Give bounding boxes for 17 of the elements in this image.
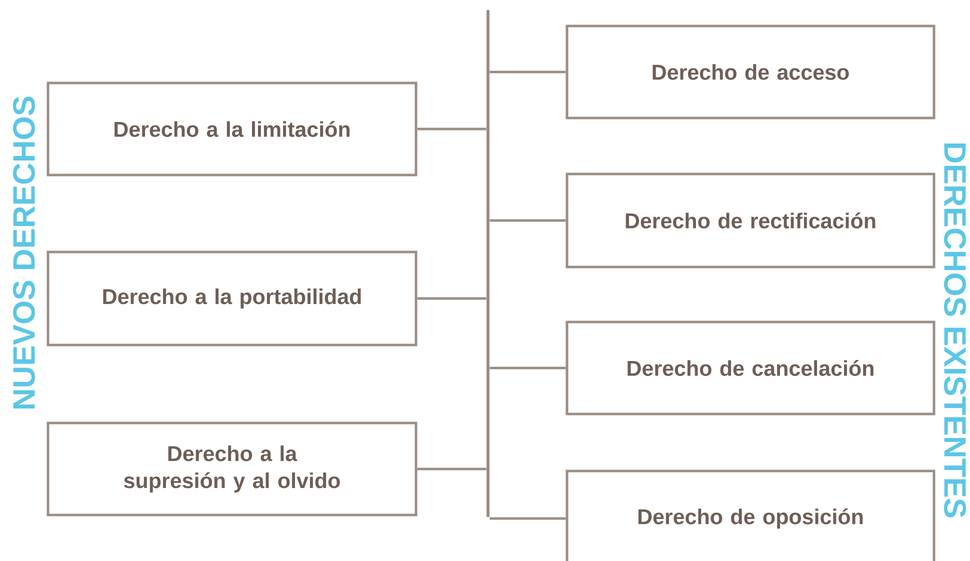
text-box: Derecho a la portabilidad xyxy=(46,250,418,346)
vertical-line xyxy=(486,10,490,517)
side-heading: DERECHOS EXISTENTES xyxy=(944,143,966,518)
text-box: Derecho de rectificación xyxy=(566,172,936,268)
connector-line xyxy=(417,128,486,130)
connector-line xyxy=(490,366,566,370)
text-box: Derecho de acceso xyxy=(566,24,936,120)
side-heading: NUEVOS DERECHOS xyxy=(13,96,35,409)
connector-line xyxy=(490,219,566,222)
text-box: Derecho de cancelación xyxy=(566,320,936,416)
connector-line xyxy=(490,70,566,74)
connector-line xyxy=(490,517,566,520)
text-box: Derecho a la supresión y al olvido xyxy=(46,422,418,516)
connector-line xyxy=(417,297,486,300)
text-box: Derecho de oposición xyxy=(566,470,936,561)
text-box: Derecho a la limitación xyxy=(46,82,418,176)
connector-line xyxy=(417,468,486,470)
